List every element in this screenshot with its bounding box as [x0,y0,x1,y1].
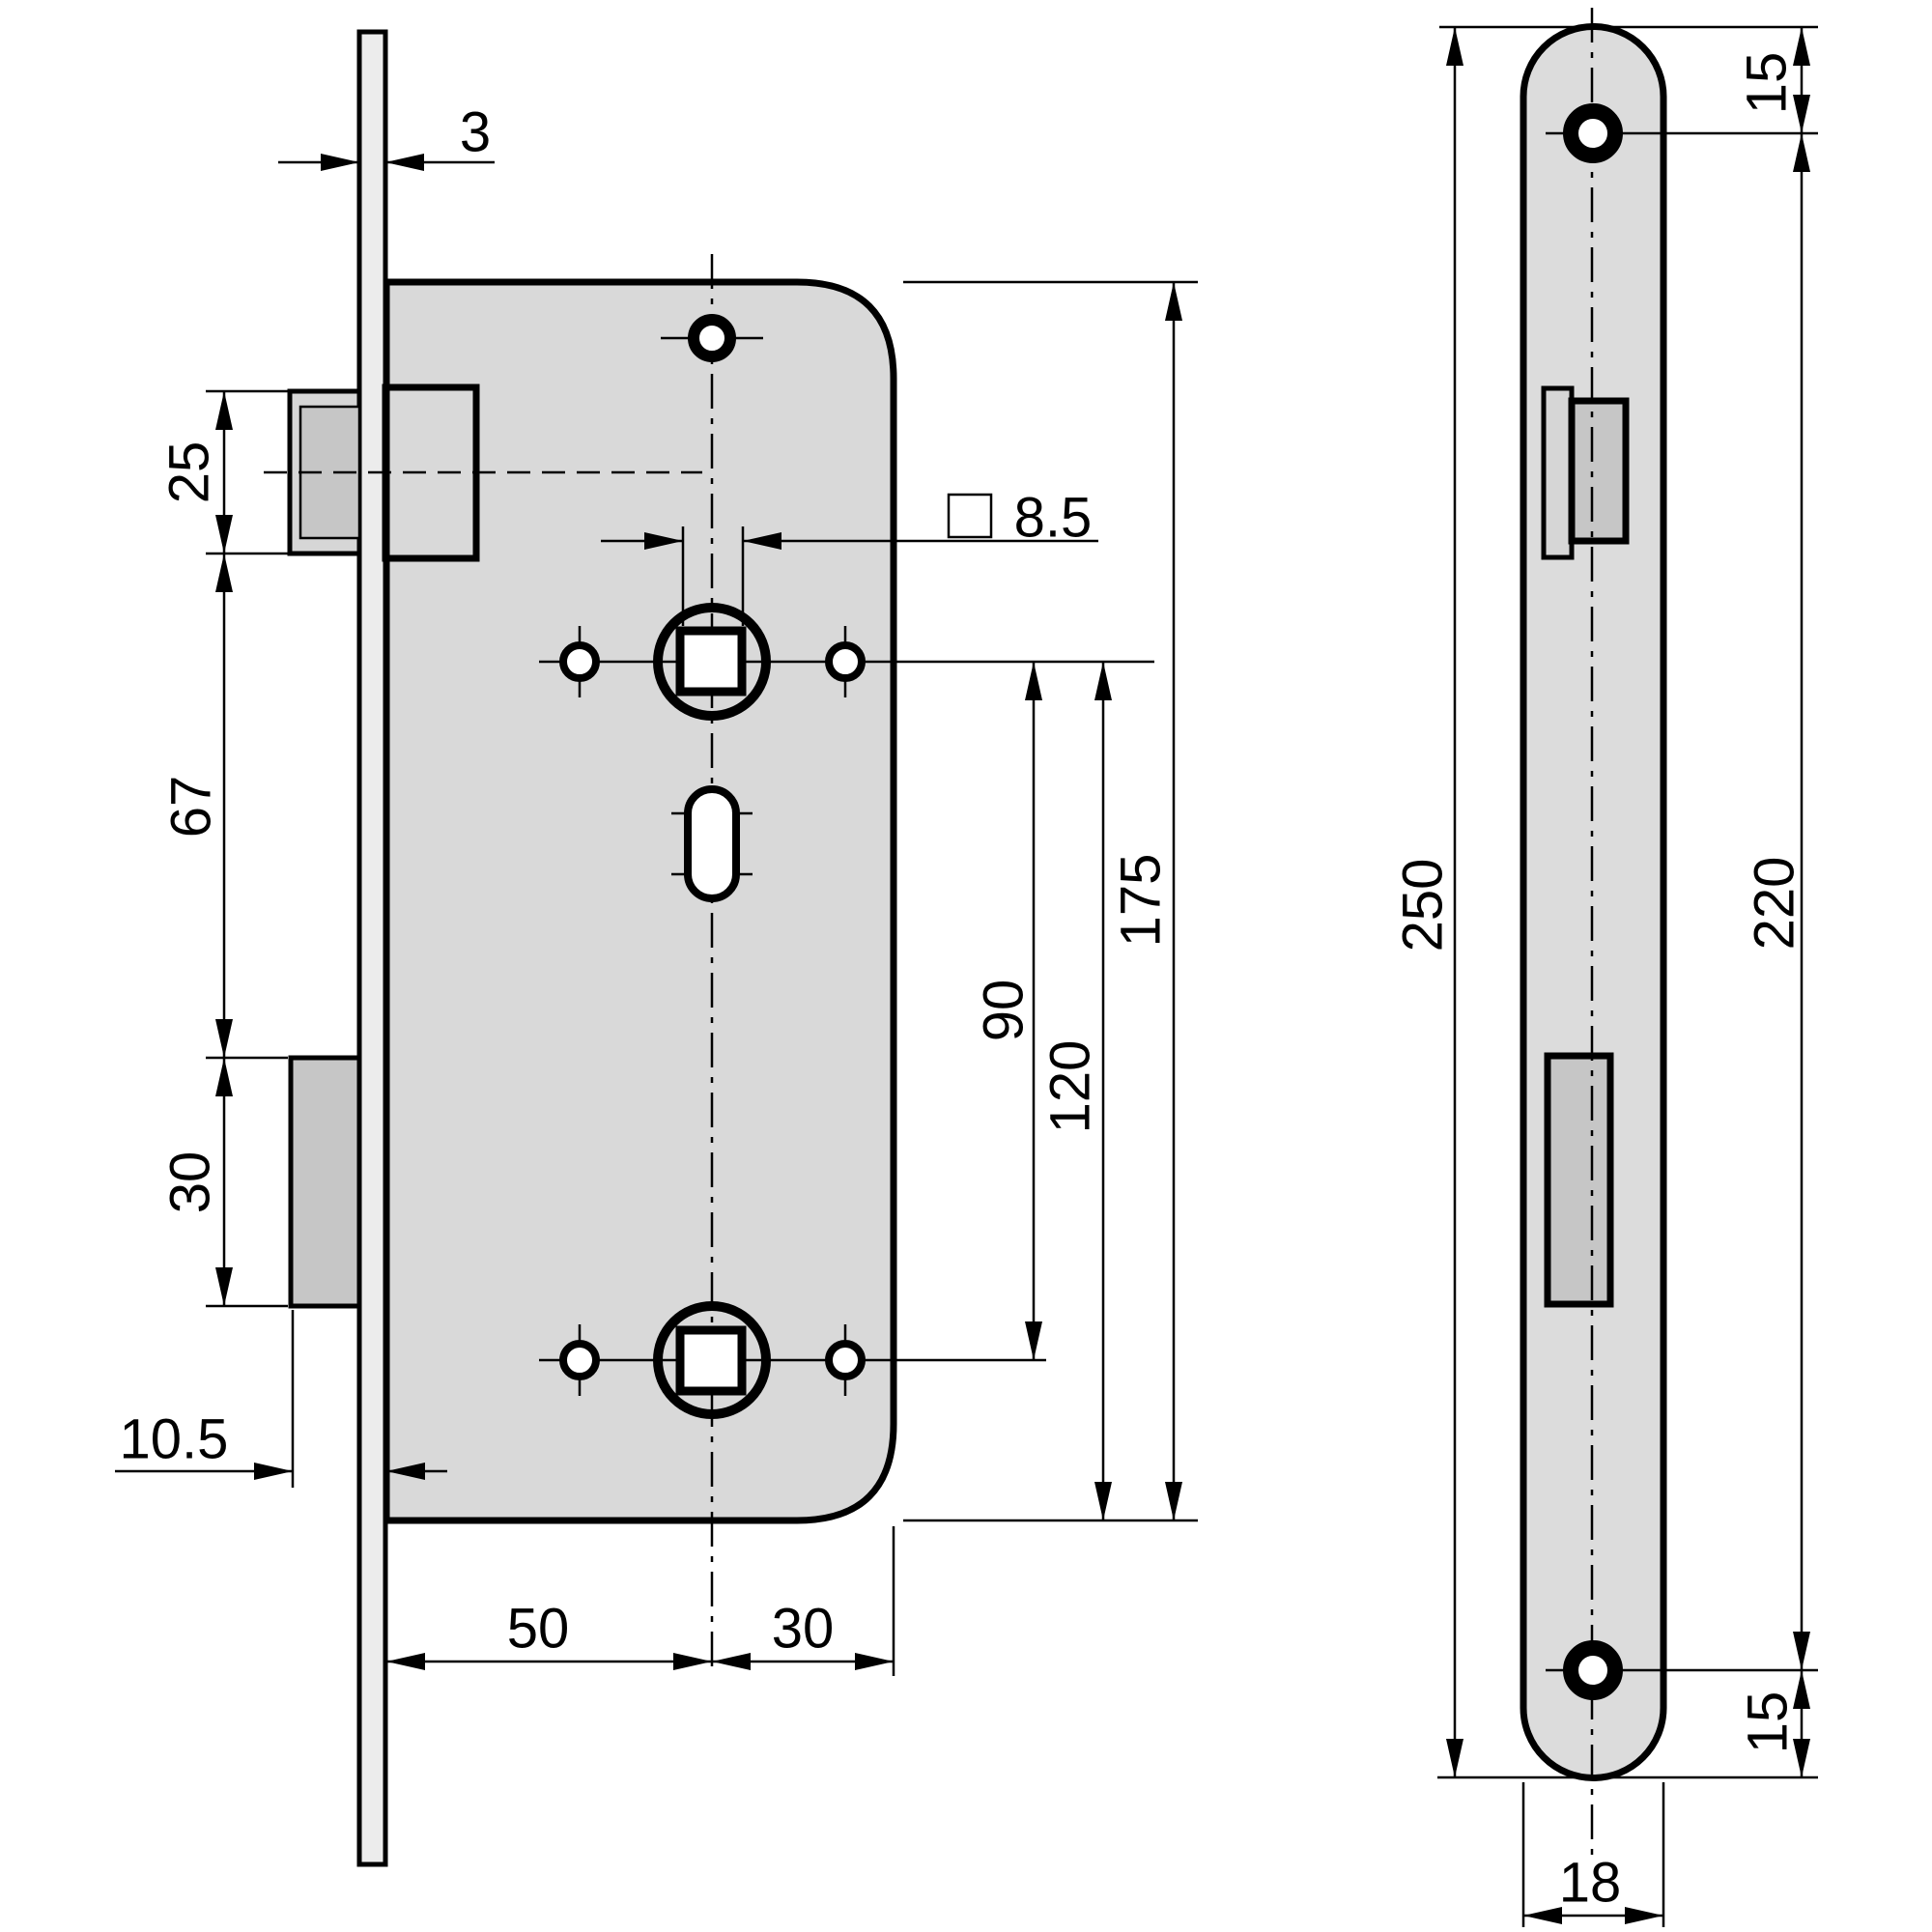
dim-bottom-hole-offset: 15 [1736,1670,1810,1777]
dim-line [206,1058,288,1308]
handle-square-hole [675,626,747,696]
dim-center-to-back-edge: 30 [712,1526,895,1676]
dim-label-plate-length: 250 [1391,859,1454,952]
arrowheads [644,532,781,550]
side-screw-hole-bottom [1563,1640,1623,1700]
dim-deadbolt-protrusion: 10.5 [115,1310,447,1488]
square-section-icon [947,493,993,539]
deadbolt [288,1055,362,1309]
arrowheads [386,1653,712,1670]
dim-plate-length: 250 [1391,27,1463,1777]
dim-line [601,526,1098,626]
front-view: 3 25 67 30 10.5 8.5 [115,29,1198,1867]
side-screw-hole-top [1563,103,1623,163]
arrowheads [254,1463,425,1480]
handle-spindle-hole [653,603,771,721]
dim-label-hole-spacing: 220 [1743,857,1805,951]
dim-label-top-hole-offset: 15 [1735,52,1798,115]
arrowheads [1523,1907,1663,1924]
dim-hole-spacing: 220 [1743,133,1810,1670]
handle-left-fixing-hole [559,641,600,682]
cylinder-left-fixing-hole [559,1340,600,1380]
dim-label-handle-to-case-bottom: 120 [1038,1040,1101,1134]
cylinder-spindle-hole [653,1301,771,1419]
dim-top-hole-offset: 15 [1735,27,1810,133]
top-screw-hole [688,314,736,362]
dim-line [903,280,1198,1522]
dim-plate-width: 18 [1521,1782,1665,1927]
dim-label-bottom-hole-offset: 15 [1736,1691,1799,1754]
cylinder-right-fixing-hole [825,1340,866,1380]
dim-label-deadbolt-protrusion: 10.5 [120,1407,229,1470]
faceplate-edge [356,29,388,1867]
dim-label-center-to-back-edge: 30 [772,1597,835,1660]
side-latch-flange [1541,385,1575,560]
handle-right-fixing-hole [825,641,866,682]
dim-label-latch-height: 25 [157,441,220,504]
dim-line [206,554,288,1060]
side-faceplate [1520,23,1667,1781]
arrowheads [215,391,233,554]
side-deadbolt-opening [1544,1052,1614,1308]
dim-label-handle-to-cylinder: 90 [972,980,1035,1042]
side-extension-lines [1437,25,1818,1779]
dim-latch-to-deadbolt: 67 [159,554,288,1060]
dim-label-spindle-square: 8.5 [1014,486,1093,549]
dim-faceplate-thickness: 3 [278,100,495,171]
dim-deadbolt-height: 30 [158,1058,288,1308]
arrowheads [321,154,424,171]
cylinder-square-hole [675,1325,747,1396]
keyhole-oval [684,785,740,902]
dim-label-plate-width: 18 [1559,1851,1622,1914]
dim-label-deadbolt-height: 30 [158,1151,221,1214]
dim-backset: 50 [386,1597,712,1670]
dim-label-backset: 50 [507,1597,570,1660]
dim-label-latch-to-deadbolt: 67 [159,776,222,838]
lock-case [383,278,897,1524]
dim-label-case-height: 175 [1109,854,1172,948]
arrowheads [712,1653,894,1670]
side-latch-bolt [1568,397,1630,545]
side-view: 250 15 220 15 18 [1391,8,1818,1927]
dim-latch-height: 25 [157,389,288,555]
dim-label-faceplate-thickness: 3 [460,100,491,163]
arrowheads [1793,27,1810,133]
dim-handle-to-cylinder: 90 [972,662,1042,1360]
dim-case-height: 175 [903,280,1198,1522]
dim-spindle-square: 8.5 [601,486,1098,626]
dim-handle-to-case-bottom: 120 [1038,662,1112,1520]
arrowheads [1793,1670,1810,1777]
